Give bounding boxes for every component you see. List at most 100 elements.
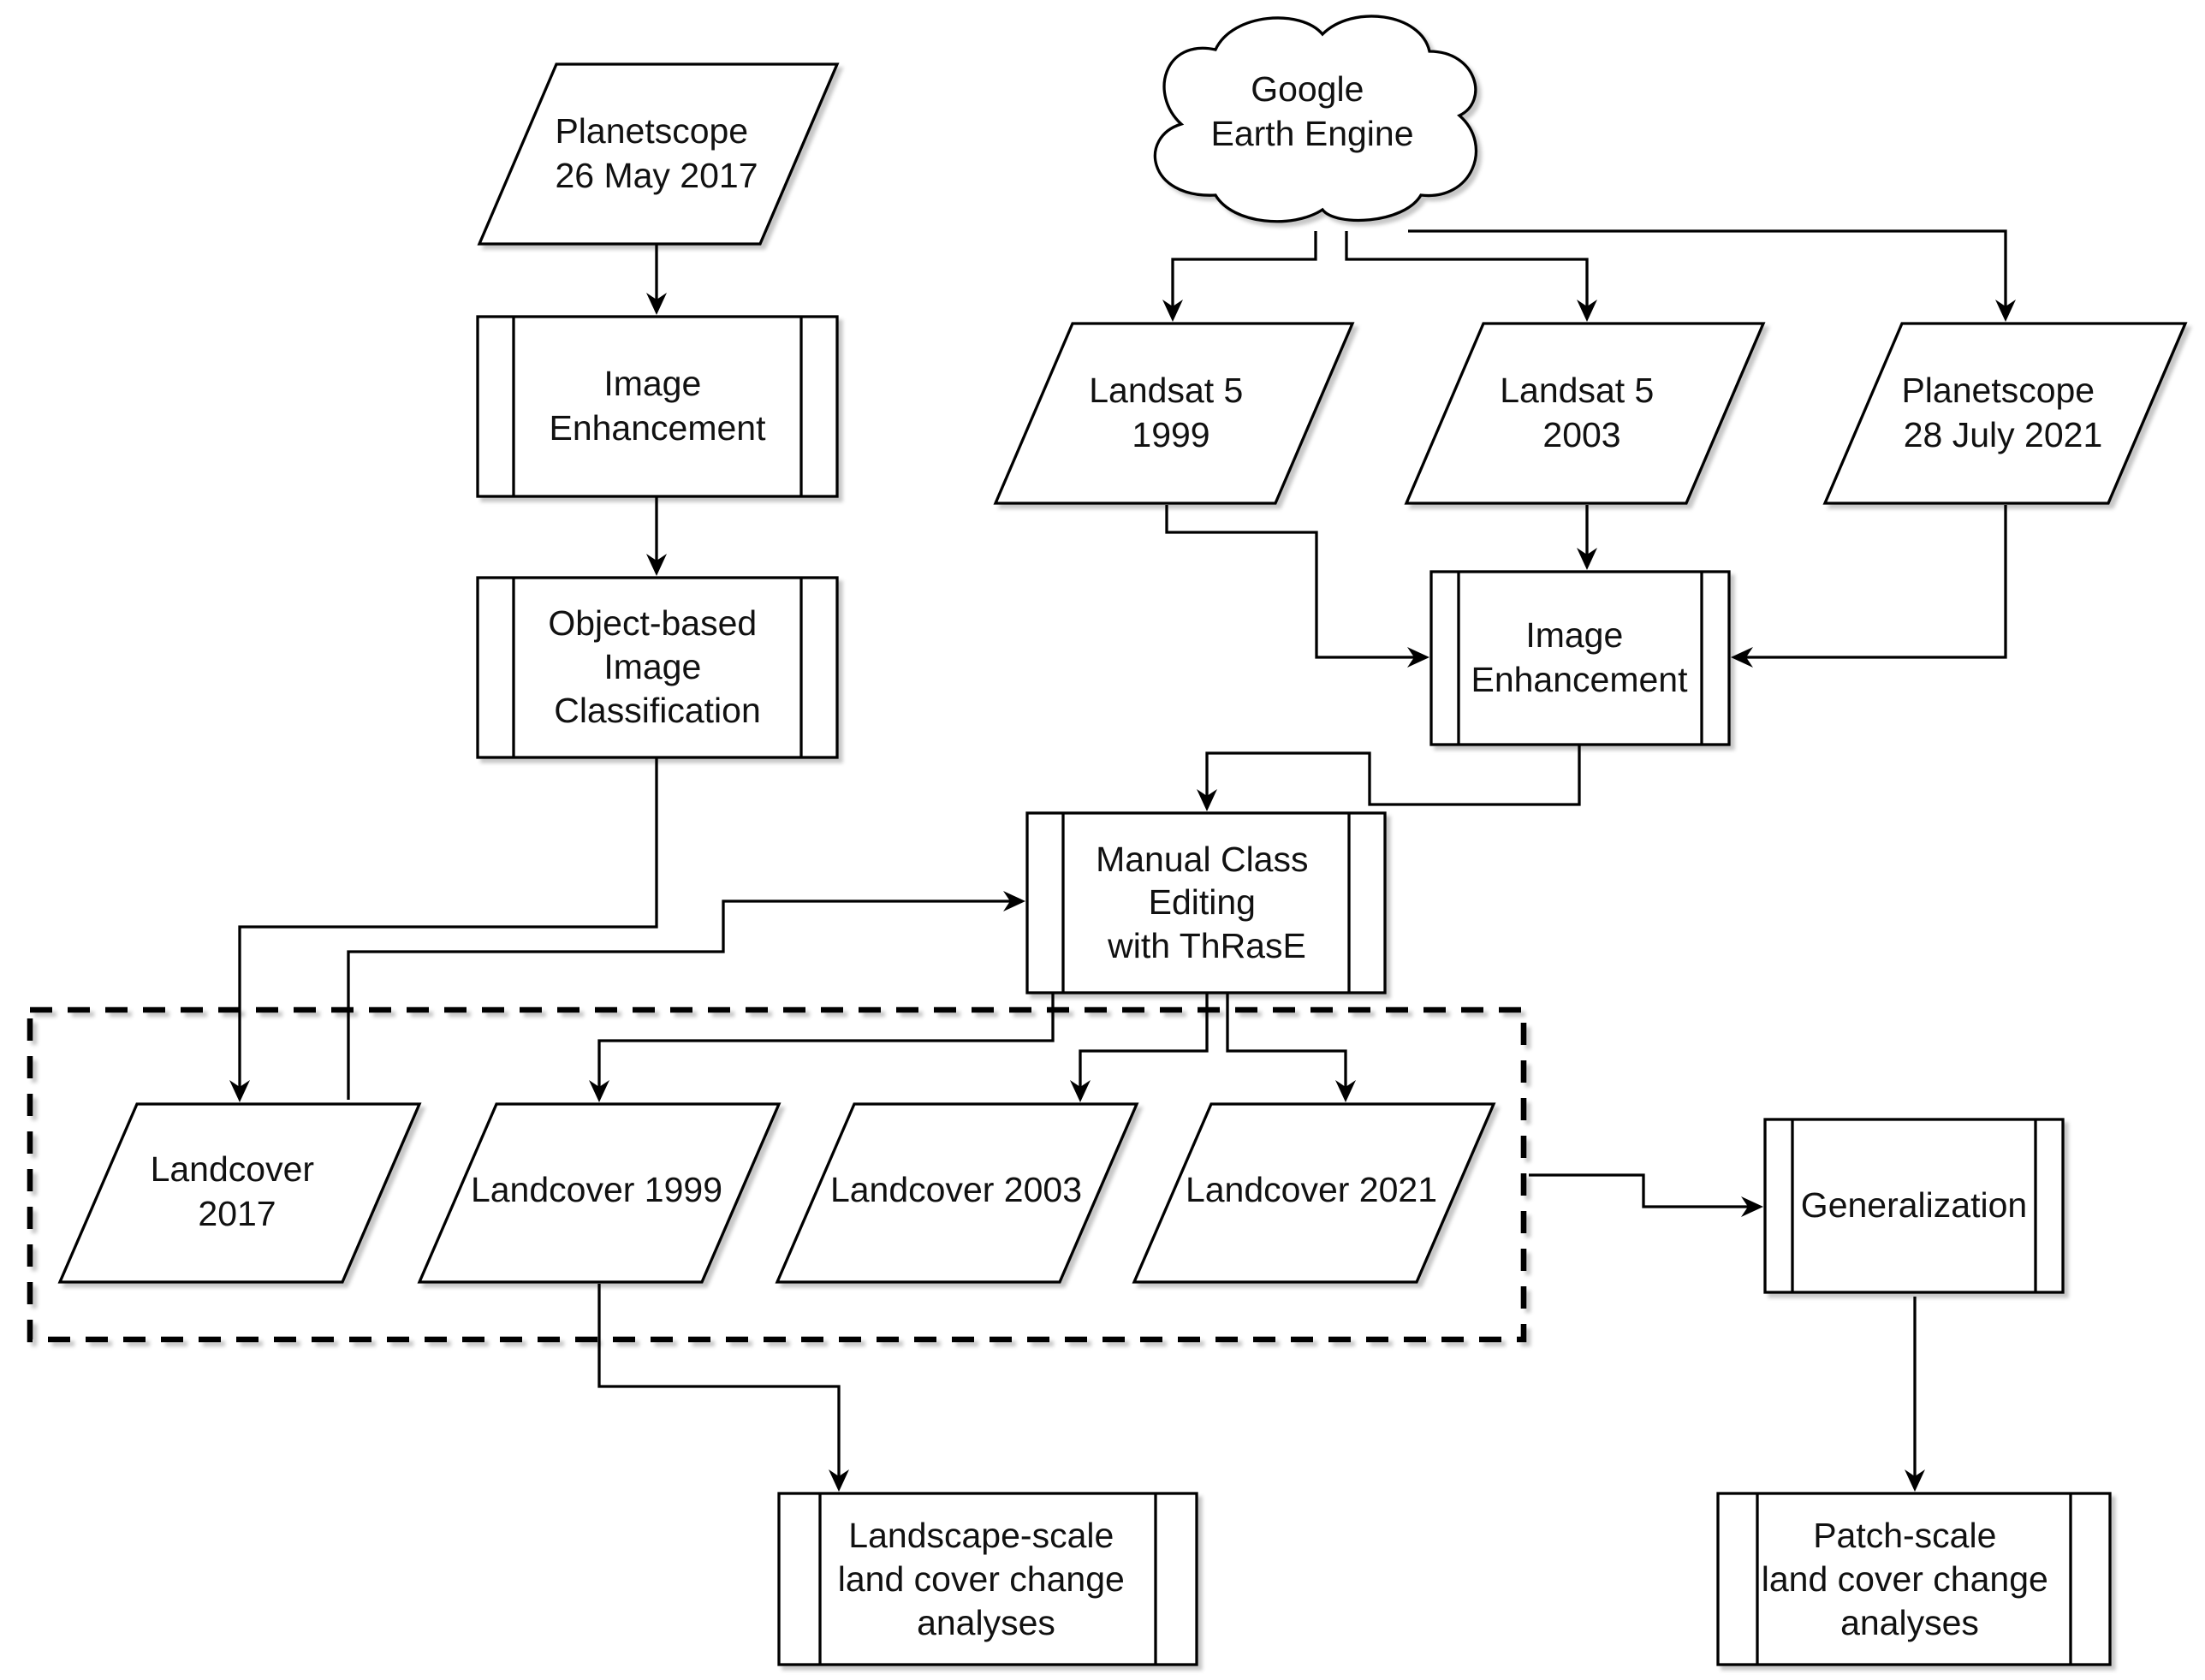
edge-manual-editing-to-landcover-1999 bbox=[597, 993, 1055, 1095]
arrowhead bbox=[1070, 1080, 1091, 1102]
label-line: Image bbox=[1525, 615, 1623, 655]
label-planetscope-2021: Planetscope 28 July 2021 bbox=[1901, 371, 2104, 454]
label-line: analyses bbox=[917, 1603, 1055, 1642]
node-manual-class-editing bbox=[1025, 811, 1387, 994]
label-line: 26 May 2017 bbox=[555, 156, 758, 195]
node-landcover-2017 bbox=[57, 1102, 422, 1284]
label-planetscope-2017: Planetscope 26 May 2017 bbox=[555, 111, 758, 195]
edges bbox=[238, 229, 2007, 1487]
label-line: Google bbox=[1251, 69, 1364, 109]
edge-landsat-1999-to-image-enhancement bbox=[1165, 505, 1419, 659]
label-line: Image bbox=[603, 647, 701, 686]
edge-object-based-to-landcover-2017 bbox=[238, 757, 658, 1089]
label-generalization: Generalization bbox=[1801, 1185, 2027, 1225]
label-line: Landcover bbox=[151, 1149, 314, 1189]
node-landcover-2021 bbox=[1132, 1102, 1496, 1284]
node-google-earth-engine bbox=[1153, 15, 1478, 223]
label-line: Landcover 2003 bbox=[830, 1170, 1082, 1209]
label-landcover-2003: Landcover 2003 bbox=[830, 1170, 1082, 1209]
edge-manual-editing-to-landcover-2003 bbox=[1079, 993, 1209, 1095]
label-line: Planetscope bbox=[555, 111, 748, 151]
label-line: Enhancement bbox=[1471, 660, 1688, 699]
node-landsat5-2003 bbox=[1404, 322, 1766, 505]
arrowhead bbox=[1407, 647, 1429, 668]
label-line: Editing bbox=[1149, 882, 1256, 922]
label-line: Object-based bbox=[548, 603, 757, 643]
cloud-icon bbox=[1153, 15, 1478, 223]
node-patch-scale-analyses bbox=[1716, 1492, 2112, 1666]
arrowhead bbox=[1731, 647, 1753, 668]
arrowhead bbox=[1741, 1196, 1763, 1217]
node-planetscope-2021 bbox=[1822, 322, 2188, 505]
label-line: with ThRasE bbox=[1107, 926, 1306, 965]
label-line: land cover change bbox=[838, 1559, 1125, 1599]
node-landsat5-1999 bbox=[993, 322, 1355, 505]
label-line: land cover change bbox=[1762, 1559, 2048, 1599]
arrowhead bbox=[646, 293, 667, 315]
arrowhead bbox=[1197, 789, 1217, 811]
node-landcover-2003 bbox=[775, 1102, 1139, 1284]
arrowhead bbox=[646, 554, 667, 576]
arrowhead bbox=[1577, 548, 1597, 570]
arrowhead bbox=[1162, 300, 1183, 322]
label-landsat5-1999: Landsat 5 1999 bbox=[1089, 371, 1253, 454]
label-landcover-2017: Landcover 2017 bbox=[151, 1149, 324, 1233]
node-planetscope-2017 bbox=[477, 62, 840, 246]
label-line: Generalization bbox=[1801, 1185, 2027, 1225]
node-image-enhancement-right bbox=[1429, 570, 1731, 746]
label-line: Planetscope bbox=[1901, 371, 2095, 410]
label-line: Landsat 5 bbox=[1500, 371, 1654, 410]
edge-gee-to-planetscope-2021 bbox=[1408, 229, 2007, 312]
arrowhead bbox=[829, 1469, 849, 1492]
label-line: Image bbox=[603, 364, 701, 403]
label-line: 28 July 2021 bbox=[1904, 415, 2103, 454]
label-landcover-1999: Landcover 1999 bbox=[471, 1170, 722, 1209]
label-line: Patch-scale bbox=[1813, 1516, 1996, 1555]
label-landcover-2021: Landcover 2021 bbox=[1186, 1170, 1437, 1209]
edge-planetscope-2021-to-image-enhancement bbox=[1735, 505, 2007, 659]
node-object-based-classification bbox=[476, 576, 839, 759]
node-landcover-1999 bbox=[417, 1102, 782, 1284]
node-landscape-scale-analyses bbox=[777, 1492, 1198, 1666]
landcover-group-box bbox=[27, 1006, 1527, 1343]
arrowheads bbox=[229, 293, 2016, 1492]
label-line: Landcover 1999 bbox=[471, 1170, 722, 1209]
label-line: 2003 bbox=[1542, 415, 1620, 454]
label-line: Earth Engine bbox=[1210, 114, 1413, 153]
label-patch-scale-analyses: Patch-scale land cover change analyses bbox=[1762, 1516, 2058, 1642]
edge-gee-to-landsat-1999 bbox=[1171, 231, 1317, 312]
arrowhead bbox=[1905, 1469, 1925, 1492]
edge-gee-to-landsat-2003 bbox=[1345, 231, 1589, 312]
arrowhead bbox=[1995, 300, 2016, 322]
edge-image-enhancement-to-manual-editing bbox=[1205, 745, 1581, 806]
arrowhead bbox=[1577, 300, 1597, 322]
arrowhead bbox=[229, 1080, 250, 1102]
label-landsat5-2003: Landsat 5 2003 bbox=[1500, 371, 1664, 454]
nodes bbox=[57, 15, 2188, 1666]
label-line: Landsat 5 bbox=[1089, 371, 1243, 410]
edge-manual-editing-to-landcover-2021 bbox=[1226, 993, 1347, 1095]
edge-landcover-group-to-generalization bbox=[1529, 1173, 1759, 1208]
label-image-enhancement-left: Image Enhancement bbox=[549, 364, 766, 448]
label-landscape-scale-analyses: Landscape-scale land cover change analys… bbox=[838, 1516, 1134, 1642]
label-line: Classification bbox=[554, 691, 761, 730]
labels: Planetscope 26 May 2017 Image Enhancemen… bbox=[151, 69, 2104, 1642]
arrowhead bbox=[589, 1080, 609, 1102]
node-image-enhancement-left bbox=[476, 315, 839, 498]
arrowhead bbox=[1003, 891, 1025, 911]
arrowhead bbox=[1335, 1080, 1356, 1102]
edge-landcover-2017-to-manual-editing bbox=[347, 899, 1021, 1100]
label-line: Enhancement bbox=[549, 408, 766, 448]
label-line: Landcover 2021 bbox=[1186, 1170, 1437, 1209]
label-image-enhancement-right: Image Enhancement bbox=[1471, 615, 1688, 699]
label-line: analyses bbox=[1840, 1603, 1979, 1642]
edge-landcover-1999-to-landscape-analyses bbox=[597, 1284, 841, 1487]
node-generalization bbox=[1763, 1118, 2065, 1294]
label-line: 1999 bbox=[1132, 415, 1209, 454]
label-line: Manual Class bbox=[1096, 840, 1308, 879]
label-google-earth-engine: Google Earth Engine bbox=[1210, 69, 1413, 153]
label-manual-class-editing: Manual Class Editing with ThRasE bbox=[1096, 840, 1318, 965]
label-object-based-classification: Object-based Image Classification bbox=[548, 603, 766, 730]
label-line: Landscape-scale bbox=[848, 1516, 1114, 1555]
